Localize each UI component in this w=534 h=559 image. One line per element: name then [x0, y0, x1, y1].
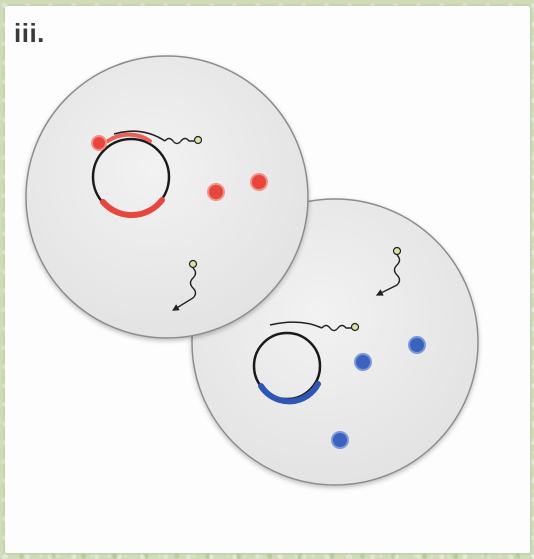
upper-left-cell [26, 56, 308, 338]
red-free-dot [251, 174, 267, 190]
blue-plasmid-guide-head [352, 324, 359, 331]
upper-left-cell-membrane [26, 56, 308, 338]
free-guide-head [190, 261, 197, 268]
red-free-dot [208, 184, 224, 200]
blue-free-dot [409, 337, 425, 353]
blue-free-dot [332, 432, 348, 448]
blue-free-dot [355, 354, 371, 370]
red-plasmid-bound-dot [92, 136, 106, 150]
red-plasmid-guide-head [195, 137, 202, 144]
free-guide-head [394, 248, 401, 255]
